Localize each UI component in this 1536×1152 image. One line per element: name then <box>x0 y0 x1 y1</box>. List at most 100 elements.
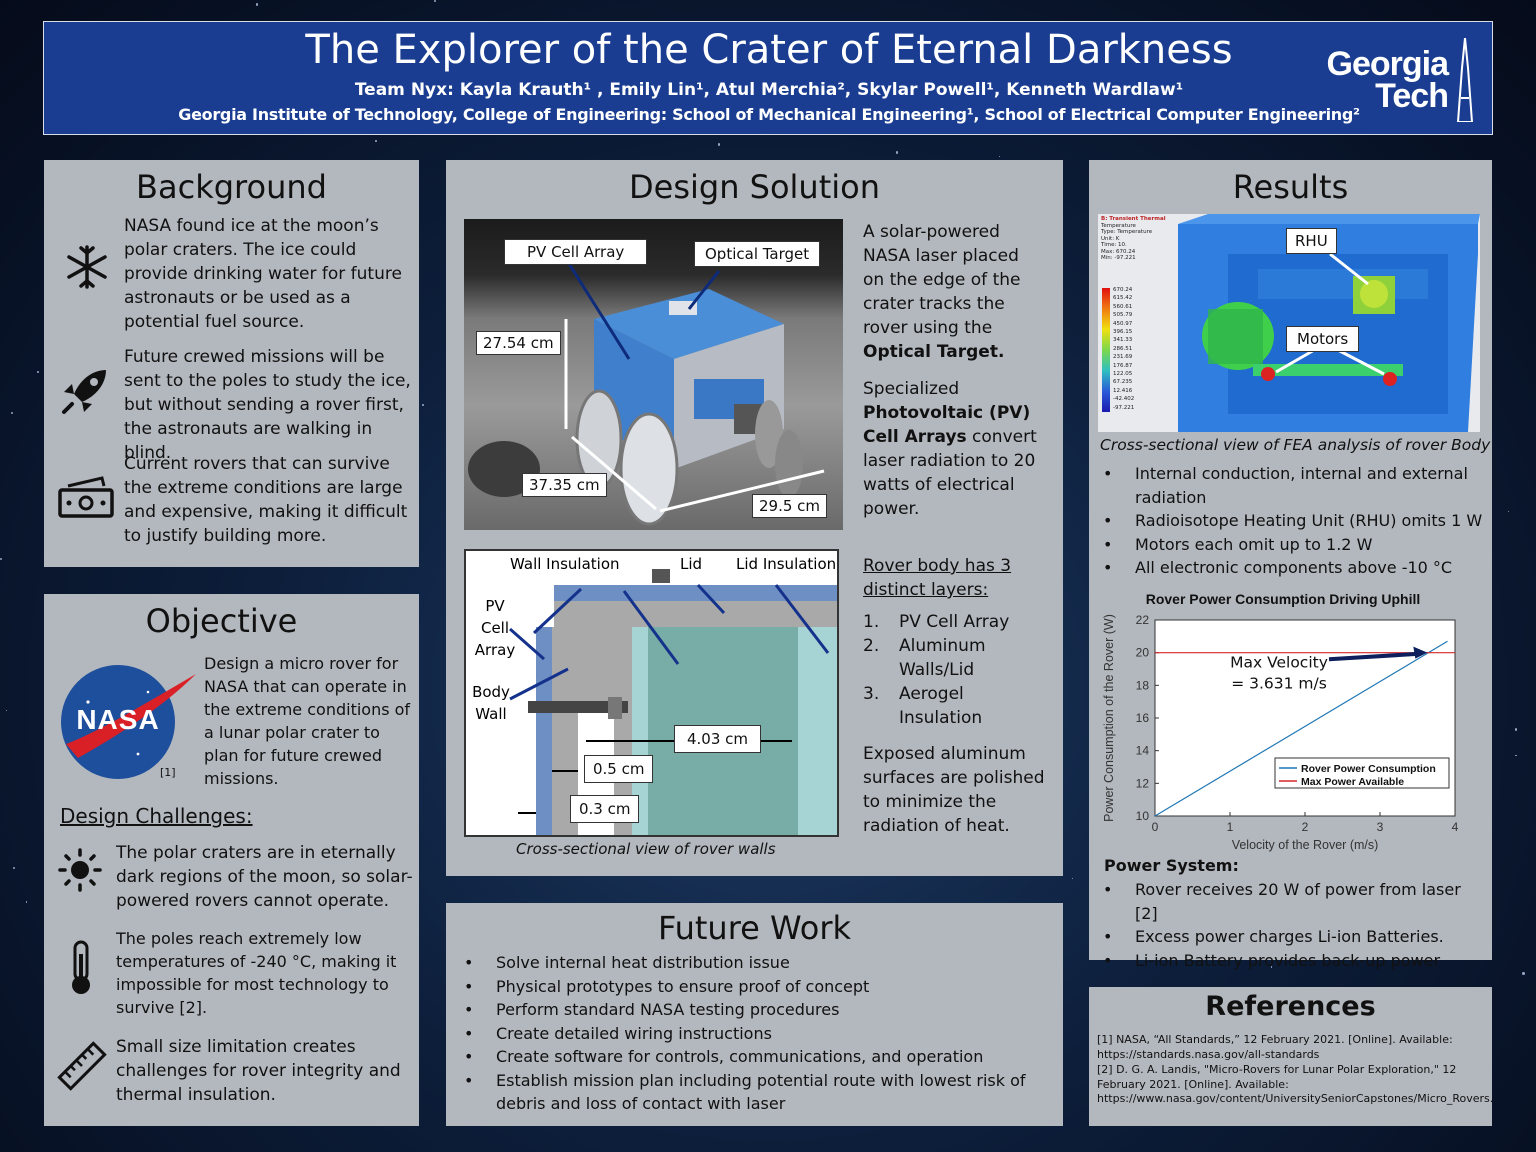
design-text-2a: Specialized <box>863 379 960 399</box>
fea-color-scale <box>1102 288 1110 412</box>
y-tick-label: 12 <box>1136 776 1150 790</box>
affiliation-line: Georgia Institute of Technology, College… <box>178 105 1360 124</box>
references-panel: References [1] NASA, “All Standards,” 12… <box>1089 987 1494 1126</box>
challenges-title: Design Challenges: <box>60 804 253 828</box>
star-decoration <box>12 866 15 869</box>
star-decoration <box>10 412 13 415</box>
ruler-icon <box>57 1041 107 1091</box>
y-tick-label: 16 <box>1136 711 1150 725</box>
poster-title: The Explorer of the Crater of Eternal Da… <box>305 27 1233 73</box>
results-list: Internal conduction, internal and extern… <box>1103 462 1487 580</box>
results-panel: Results B: Transient Thermal Temperature… <box>1089 160 1492 972</box>
future-item: Perform standard NASA testing procedures <box>464 998 1049 1022</box>
money-icon <box>58 476 114 518</box>
background-panel: Background NASA found ice at the moon’s … <box>44 160 419 567</box>
power-system-title: Power System: <box>1104 856 1239 875</box>
power-item: Rover receives 20 W of power from laser … <box>1103 878 1487 925</box>
background-text-3: Current rovers that can survive the extr… <box>124 454 408 546</box>
nasa-ref: [1] <box>160 766 176 779</box>
reference-1: [1] NASA, “All Standards,” 12 February 2… <box>1097 1033 1453 1061</box>
design-text-1: A solar-powered NASA laser placed on the… <box>863 220 1043 364</box>
objective-title: Objective <box>145 602 298 640</box>
y-tick-label: 10 <box>1136 809 1150 823</box>
fea-legend-value: 286.51 <box>1113 345 1133 352</box>
background-text-1: NASA found ice at the moon’s polar crate… <box>124 216 402 332</box>
result-item: Motors each omit up to 1.2 W <box>1103 533 1487 557</box>
fea-legend-value: 505.79 <box>1113 312 1133 319</box>
challenge-text-1: The polar craters are in eternally dark … <box>116 843 413 911</box>
star-decoration <box>998 155 1001 158</box>
lid-label: Lid <box>680 555 703 573</box>
lid-insulation-label: Lid Insulation <box>736 555 837 573</box>
x-tick-label: 1 <box>1227 820 1234 834</box>
series-line-0 <box>1154 640 1448 817</box>
fea-legend-value: 450.97 <box>1113 320 1133 327</box>
result-item: Radioisotope Heating Unit (RHU) omits 1 … <box>1103 509 1487 533</box>
objective-text: Design a micro rover for NASA that can o… <box>204 654 411 788</box>
rocket-icon <box>62 370 106 414</box>
future-item: Solve internal heat distribution issue <box>464 951 1049 975</box>
result-item: Internal conduction, internal and extern… <box>1103 462 1487 509</box>
rover-render: PV Cell Array Optical Target 27.54 cm 37… <box>464 219 843 530</box>
annotation-arrowhead <box>1413 646 1428 659</box>
star-decoration <box>895 151 899 154</box>
design-text-1a: A solar-powered NASA laser placed on the… <box>863 222 1021 338</box>
challenge-text-3: Small size limitation creates challenges… <box>116 1037 401 1105</box>
body-wall-label: Body Wall <box>472 683 510 723</box>
annotation-arrow <box>1328 651 1422 662</box>
power-item: Li-ion Battery provides back-up power <box>1103 949 1487 973</box>
results-title: Results <box>1232 168 1349 206</box>
references-title: References <box>1205 991 1376 1022</box>
reference-2: [2] D. G. A. Landis, "Micro-Rovers for L… <box>1097 1063 1494 1105</box>
future-work-list: Solve internal heat distribution issue P… <box>464 951 1049 1116</box>
star-decoration <box>1522 972 1525 975</box>
logo-line-1: Georgia <box>1326 45 1449 83</box>
design-text-2: Specialized Photovoltaic (PV) Cell Array… <box>863 377 1043 521</box>
star-decoration <box>25 900 28 903</box>
wall-caption: Cross-sectional view of rover walls <box>516 840 776 858</box>
star-decoration <box>422 404 425 406</box>
power-item: Excess power charges Li-ion Batteries. <box>1103 925 1487 949</box>
x-tick-label: 0 <box>1152 820 1159 834</box>
design-title: Design Solution <box>628 168 880 206</box>
star-decoration <box>5 710 7 712</box>
objective-panel: Objective NASA [1] Design a micro rover … <box>44 594 419 1126</box>
chart-legend <box>1274 757 1450 789</box>
fea-legend-header: B: Transient Thermal Temperature Type: T… <box>1101 216 1166 261</box>
annotation-line-1: Max Velocity <box>1230 653 1328 671</box>
design-panel: Design Solution PV Cell Array Optical Ta… <box>446 160 1063 876</box>
future-work-title: Future Work <box>657 909 852 947</box>
fea-legend-value: 122.05 <box>1113 371 1133 378</box>
fea-legend-value: 560.61 <box>1113 303 1133 310</box>
length-label: 37.35 cm <box>522 473 607 497</box>
background-title: Background <box>136 168 327 206</box>
fea-legend-value: 231.69 <box>1113 354 1133 361</box>
fea-caption: Cross-sectional view of FEA analysis of … <box>1100 436 1491 454</box>
fea-legend-value: 670.24 <box>1113 287 1133 293</box>
dim-4-03-label: 4.03 cm <box>674 725 762 753</box>
power-list: Rover receives 20 W of power from laser … <box>1103 878 1487 972</box>
tech-tower-icon <box>1456 38 1474 122</box>
logo-line-2: Tech <box>1375 77 1449 115</box>
future-item: Establish mission plan including potenti… <box>464 1069 1049 1116</box>
height-label: 27.54 cm <box>476 331 561 355</box>
star-decoration <box>1072 877 1074 879</box>
y-axis-label: Power Consumption of the Rover (W) <box>1102 614 1116 822</box>
nasa-logo-text: NASA <box>76 704 160 735</box>
star-decoration <box>255 3 259 7</box>
y-tick-label: 20 <box>1136 646 1150 660</box>
legend-label-0: Rover Power Consumption <box>1301 763 1436 775</box>
header-banner: The Explorer of the Crater of Eternal Da… <box>43 21 1493 135</box>
design-text-3: Exposed aluminum surfaces are polished t… <box>863 744 1045 836</box>
fea-legend-value: -97.221 <box>1113 404 1135 411</box>
future-item: Physical prototypes to ensure proof of c… <box>464 975 1049 999</box>
dim-0-5-label: 0.5 cm <box>584 755 654 783</box>
thermometer-icon <box>72 940 90 994</box>
layer-item: 1.PV Cell Array <box>863 612 1010 632</box>
rhu-label: RHU <box>1286 228 1337 254</box>
fea-legend-value: 615.42 <box>1113 295 1133 302</box>
x-tick-label: 2 <box>1302 820 1309 834</box>
result-item: All electronic components above -10 °C <box>1103 556 1487 580</box>
rover-drawing <box>468 258 825 526</box>
